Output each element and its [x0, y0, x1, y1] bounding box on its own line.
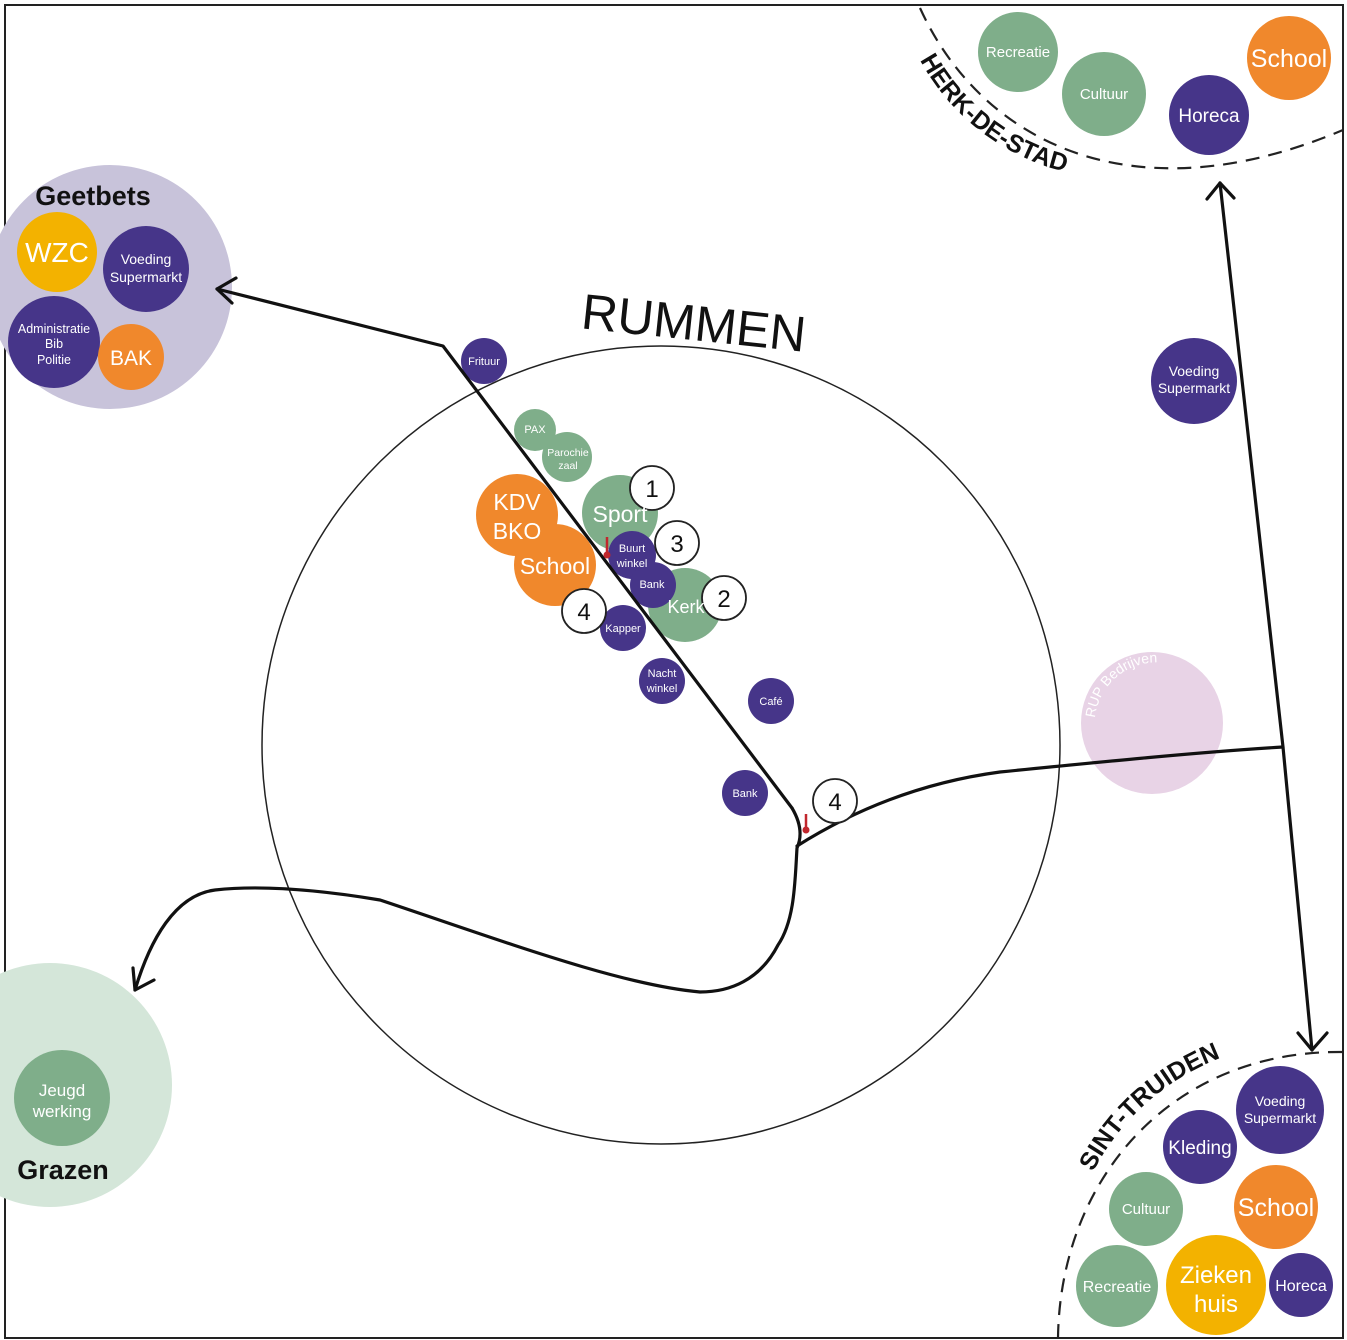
pin-icon [802, 814, 810, 834]
school-label: School [520, 553, 590, 579]
herk-recreatie-circle [978, 12, 1058, 92]
herk-horeca-circle [1169, 75, 1249, 155]
parochie-label: Parochie [547, 447, 589, 459]
marker-4b-label: 4 [828, 789, 841, 816]
herk-de-stad-boundary [918, 7, 1344, 170]
frituur-label: Frituur [468, 356, 500, 368]
map-border [4, 4, 1344, 1339]
road-to-geetbets [215, 287, 794, 810]
marker-2: 2 [701, 575, 747, 621]
marker-1: 1 [629, 465, 675, 511]
marker-4-label: 4 [577, 599, 590, 626]
st-cultuur-label: Cultuur [1122, 1201, 1170, 1218]
marker-4b: 4 [812, 778, 858, 824]
rup-bedrijven-area [1081, 652, 1223, 794]
bko-label: BKO [493, 518, 542, 544]
marker-3-label: 3 [670, 531, 683, 558]
bank-circle-1 [630, 562, 676, 608]
nachtwinkel-circle [639, 658, 685, 704]
jeugdwerking-circle [14, 1050, 110, 1146]
grazen-title: Grazen [17, 1155, 109, 1185]
nachtwinkel-label: winkel [646, 683, 678, 695]
herk-cultuur-circle [1062, 52, 1146, 136]
route-voeding-circle [1151, 338, 1237, 424]
school-circle [514, 524, 596, 606]
bank-label-1: Bank [639, 579, 665, 591]
bak-label: BAK [110, 347, 152, 370]
politie-label: Politie [37, 353, 71, 367]
route-supermarkt-label: Supermarkt [1158, 380, 1230, 396]
geetbets-supermarkt-label: Supermarkt [110, 269, 182, 285]
kerk-label: Kerk [667, 597, 705, 617]
pax-label: PAX [524, 424, 546, 436]
st-kleding-label: Kleding [1168, 1138, 1231, 1159]
rummen-boundary [261, 345, 1061, 1145]
rummen-title: RUMMEN [579, 283, 809, 362]
road-sint-truiden-arrowhead [1296, 1031, 1329, 1052]
buurt-label: Buurt [619, 543, 645, 555]
st-ziekenhuis-circle [1166, 1235, 1266, 1335]
cafe-label: Café [759, 696, 782, 708]
herk-school-label: School [1251, 45, 1327, 73]
road-grazen-arrowhead [131, 966, 156, 992]
st-horeca-circle [1269, 1253, 1333, 1317]
pin-icon [603, 537, 611, 559]
road-herk-arrowhead [1205, 181, 1236, 201]
geetbets-title: Geetbets [35, 181, 151, 211]
parochiezaal-circle [542, 432, 592, 482]
st-cultuur-circle [1109, 1172, 1183, 1246]
st-horeca-label: Horeca [1275, 1278, 1327, 1295]
bib-label: Bib [45, 337, 63, 351]
administratie-label: Administratie [18, 322, 90, 336]
marker-1-label: 1 [645, 476, 658, 503]
kdv-label: KDV [493, 489, 541, 515]
marker-3: 3 [654, 520, 700, 566]
st-recreatie-label: Recreatie [1083, 1279, 1152, 1296]
road-east [795, 745, 1285, 848]
kapper-label: Kapper [605, 623, 641, 635]
herk-cultuur-label: Cultuur [1080, 86, 1128, 103]
st-recreatie-circle [1076, 1245, 1158, 1327]
wzc-label: WZC [25, 237, 89, 268]
road-north-south [1218, 181, 1314, 1052]
cafe-circle [748, 678, 794, 724]
sport-label: Sport [593, 501, 649, 527]
route-voeding-label: Voeding [1169, 363, 1220, 379]
st-school-label: School [1238, 1194, 1314, 1222]
werking-label: werking [32, 1102, 92, 1121]
kapper-circle [600, 605, 646, 651]
road-geetbets-arrowhead [215, 276, 238, 305]
wzc-circle [17, 212, 97, 292]
st-school-circle [1234, 1165, 1318, 1249]
frituur-circle [461, 338, 507, 384]
herk-horeca-label: Horeca [1178, 106, 1240, 127]
winkel-label: winkel [616, 558, 648, 570]
bank-label-2: Bank [732, 788, 758, 800]
st-zieken-label: Zieken [1180, 1262, 1252, 1289]
st-kleding-circle [1163, 1110, 1237, 1184]
geetbets-voeding-label: Voeding [121, 251, 172, 267]
zaal-label: zaal [558, 460, 577, 472]
pax-circle [514, 409, 556, 451]
geetbets-voeding-circle [103, 226, 189, 312]
st-supermarkt-label: Supermarkt [1244, 1110, 1316, 1126]
marker-4: 4 [561, 588, 607, 634]
bank-circle-2 [722, 770, 768, 816]
st-huis-label: huis [1194, 1291, 1238, 1318]
bak-circle [98, 324, 164, 390]
jeugd-label: Jeugd [39, 1081, 85, 1100]
herk-recreatie-label: Recreatie [986, 44, 1050, 61]
marker-2-label: 2 [717, 586, 730, 613]
road-main [133, 806, 802, 994]
herk-school-circle [1247, 16, 1331, 100]
st-voeding-label: Voeding [1255, 1093, 1306, 1109]
administratie-circle [8, 296, 100, 388]
nacht-label: Nacht [648, 668, 677, 680]
st-voeding-circle [1236, 1066, 1324, 1154]
